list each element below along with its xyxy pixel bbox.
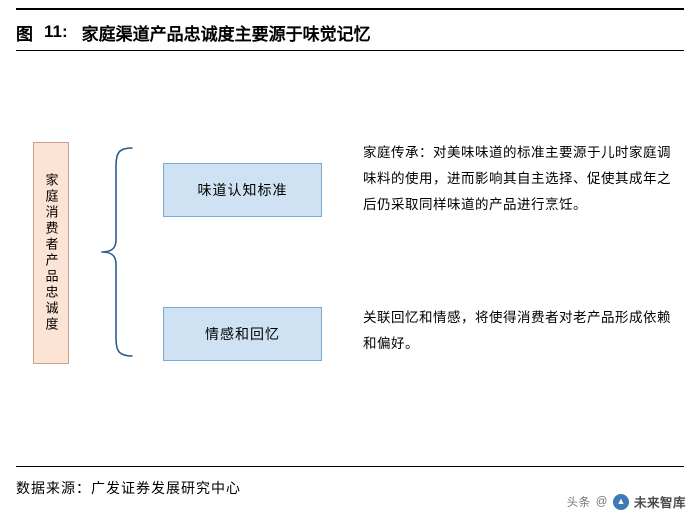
header-divider [16,50,684,51]
top-divider [16,8,684,10]
brand-logo-icon: ▲ [612,493,629,510]
watermark-brand: 未来智库 [633,496,686,510]
root-node: 家庭消费者产品忠诚度 [33,142,69,364]
branch-node-2: 情感和回忆 [163,307,322,361]
source-label: 数据来源： [16,480,91,496]
source-value: 广发证券发展研究中心 [91,480,241,496]
watermark-badge: 头条 @ ▲ 未来智库 [567,492,686,511]
exhibit-header: 图 11: 家庭渠道产品忠诚度主要源于味觉记忆 [16,14,684,50]
branch-node-2-label: 情感和回忆 [205,326,280,342]
watermark-separator: @ [595,495,608,508]
brace-connector [101,147,133,357]
branch-description-2: 关联回忆和情感，将使得消费者对老产品形成依赖和偏好。 [363,310,671,351]
watermark-platform: 头条 [566,496,591,509]
bottom-divider [16,466,684,467]
branch-node-1: 味道认知标准 [163,163,322,217]
branch-description-1: 家庭传承：对美味味道的标准主要源于儿时家庭调味料的使用，进而影响其自主选择、促使… [363,145,671,212]
exhibit-number: 11: [44,22,68,41]
source-line: 数据来源：广发证券发展研究中心 [16,478,241,498]
root-node-label: 家庭消费者产品忠诚度 [43,173,59,333]
branch-node-1-label: 味道认知标准 [197,182,288,198]
page-title: 家庭渠道产品忠诚度主要源于味觉记忆 [81,24,371,44]
exhibit-label: 图 [16,24,34,44]
